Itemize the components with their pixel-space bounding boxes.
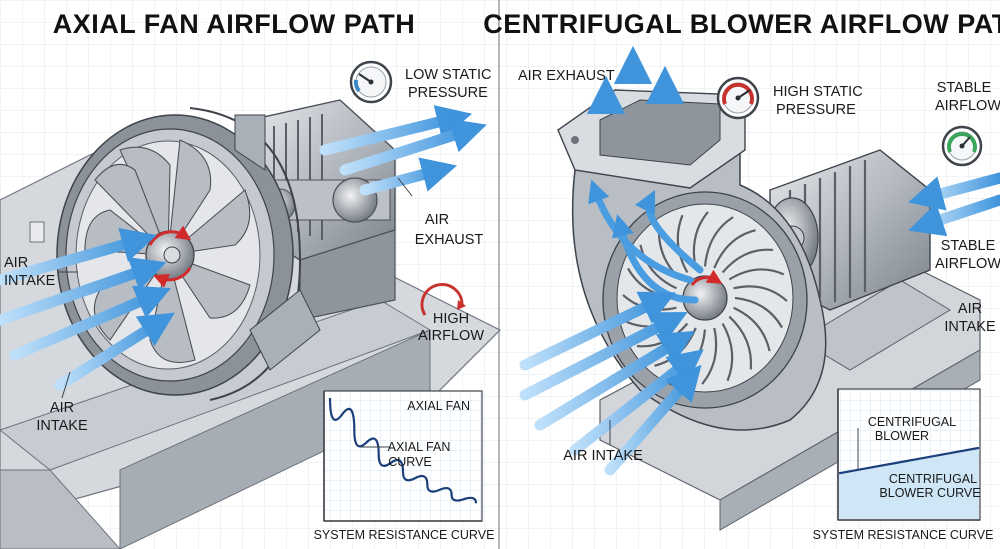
blower-chart-series-label-line2: BLOWER	[875, 429, 929, 443]
blower-chart-fill-label-line1: CENTRIFUGAL	[889, 472, 977, 486]
axial-intake-arrows	[0, 227, 175, 391]
impeller-blade	[703, 216, 734, 267]
left-title: AXIAL FAN AIRFLOW PATH	[53, 9, 415, 39]
impeller-blade	[728, 315, 753, 370]
blower-chart-footer: SYSTEM RESISTANCE CURVE	[813, 528, 994, 542]
label-axial-intake-lower-line1: AIR	[50, 400, 74, 416]
label-stable-airflow-top-line2: AIRFLOW	[935, 98, 1000, 114]
axial-chart-curve-label-line1: AXIAL FAN	[388, 440, 451, 454]
high-airflow-icon	[420, 283, 466, 316]
label-air-intake-right-line1: AIR	[958, 301, 982, 317]
right-title: CENTRIFUGAL BLOWER AIRFLOW PATH	[483, 9, 1000, 39]
label-axial-exhaust-line1: AIR	[425, 212, 449, 228]
label-stable-airflow-top-line1: STABLE	[937, 80, 992, 96]
axial-exhaust-arrows	[319, 105, 487, 196]
axial-chart-footer: SYSTEM RESISTANCE CURVE	[314, 528, 495, 542]
label-air-intake-right-line2: INTAKE	[944, 319, 996, 335]
label-stable-airflow-mid-line1: STABLE	[941, 238, 996, 254]
label-air-exhaust: AIR EXHAUST	[518, 68, 615, 84]
axial-chart-series-label: AXIAL FAN	[407, 399, 470, 413]
stable-airflow-gauge-icon	[941, 125, 983, 167]
label-axial-exhaust-line2: EXHAUST	[415, 232, 484, 248]
impeller-blade	[728, 268, 785, 281]
label-high-static-line1: HIGH STATIC	[773, 84, 863, 100]
blower-swirl-arrows	[588, 179, 704, 304]
impeller-blade	[721, 248, 774, 274]
label-air-intake-bottom: AIR INTAKE	[563, 448, 643, 464]
axial-fan-curve-line	[328, 397, 478, 504]
blower-intake-arrows	[519, 291, 704, 476]
axial-fan-chart	[323, 390, 483, 522]
blower-stable-airflow-arrows	[907, 172, 1000, 237]
label-axial-intake-lower-line2: INTAKE	[36, 418, 88, 434]
blower-chart-series-label-line1: CENTRIFUGAL	[868, 415, 956, 429]
label-stable-airflow-mid-line2: AIRFLOW	[935, 256, 1000, 272]
label-low-static-line1: LOW STATIC	[405, 67, 491, 83]
high-static-pressure-gauge-icon	[716, 76, 760, 120]
label-axial-intake-upper-line2: INTAKE	[4, 273, 56, 289]
impeller-blade	[733, 306, 771, 352]
blower-exhaust-arrows	[586, 45, 685, 156]
impeller-blade	[733, 285, 788, 302]
impeller-blade	[721, 322, 734, 382]
label-high-airflow-line2: AIRFLOW	[418, 328, 484, 344]
impeller-blade	[676, 214, 689, 274]
impeller-blade	[701, 327, 718, 385]
label-axial-intake-upper-line1: AIR	[4, 255, 28, 271]
impeller-blade	[713, 229, 756, 269]
impeller-blade	[639, 244, 677, 290]
centrifugal-blower-curve-area	[839, 447, 979, 519]
axial-chart-curve-label-line2: CURVE	[388, 455, 432, 469]
low-static-pressure-gauge-icon	[349, 60, 393, 104]
label-low-static-line2: PRESSURE	[408, 85, 488, 101]
label-high-static-line2: PRESSURE	[776, 102, 856, 118]
label-high-airflow-line1: HIGH	[433, 311, 469, 327]
impeller-blade	[734, 296, 783, 329]
centrifugal-blower-chart	[837, 388, 981, 521]
rotation-arrow-icon	[690, 269, 723, 286]
centrifugal-blower-curve-line	[838, 446, 980, 475]
blower-chart-fill-label-line2: BLOWER CURVE	[879, 486, 980, 500]
